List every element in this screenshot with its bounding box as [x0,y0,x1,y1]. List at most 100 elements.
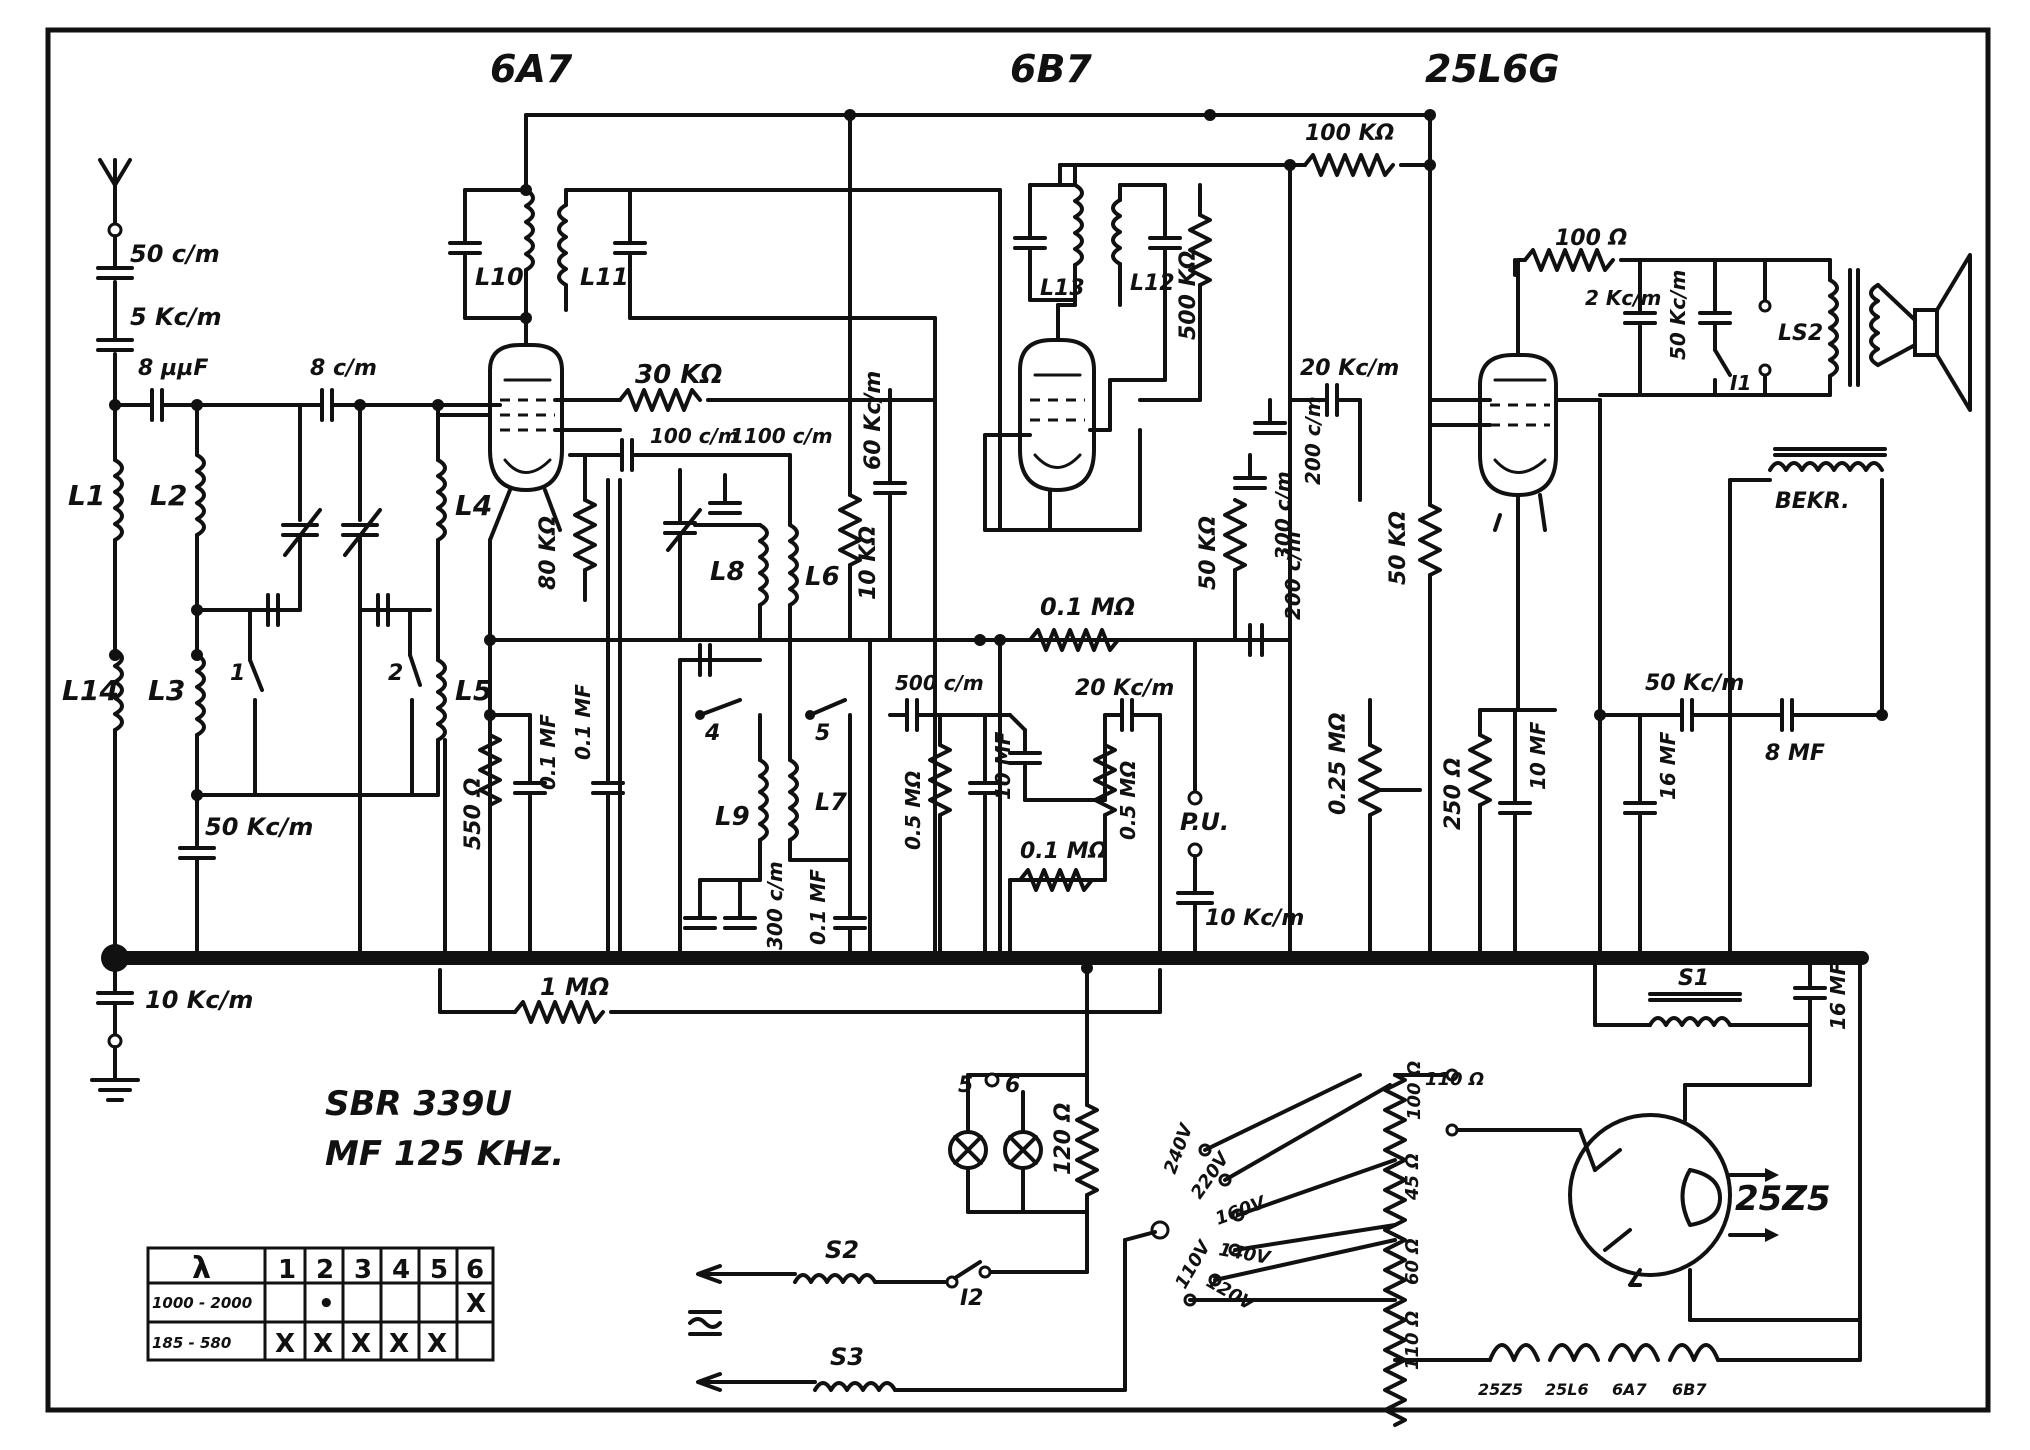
tube-label-6b7: 6B7 [1010,47,1092,91]
component-label: 20 Kc/m [1075,676,1174,701]
tube-label-25l6g: 25L6G [1425,47,1560,91]
component-label: L10 [475,263,524,291]
component-label: 10 MF [991,731,1015,800]
component-label: L7 [815,788,847,816]
component-label: 16 MF [1826,961,1850,1030]
component-label: 0.1 MF [806,869,830,945]
component-label: 5 Kc/m [130,303,222,331]
component-label: S3 [830,1343,864,1371]
component-label: 6 [466,1255,484,1285]
component-label: 200 c/m [1301,396,1325,485]
component-label: 300 c/m [1271,471,1295,560]
component-label: 550 Ω [461,778,486,850]
component-label: 300 c/m [763,861,787,950]
component-label: 4 [704,721,720,746]
component-label: X [466,1289,486,1319]
component-label: 5 [815,721,830,746]
component-label: 25L6 [1545,1380,1589,1399]
frame-border [45,27,1991,1413]
tube-6b7 [1018,338,1096,492]
component-label: 20 Kc/m [1300,356,1399,381]
tube-25l6g [1478,353,1558,497]
component-label: 100 Ω [1404,1061,1425,1120]
component-label: LS2 [1778,321,1823,346]
component-label: 60 Ω [1402,1238,1423,1285]
component-label: 10 KΩ [856,526,881,600]
component-label: X [351,1329,371,1359]
component-label: 1 MΩ [540,973,609,1001]
component-label: 0.5 MΩ [901,771,925,850]
component-label: 10 MF [1526,721,1550,790]
component-label: • [318,1289,335,1319]
component-label: 100 Ω [1555,226,1627,251]
speaker-icon [1913,253,1972,412]
component-label: 8 c/m [310,356,377,381]
component-label: 3 [354,1255,372,1285]
component-label: 0.1 MΩ [1020,839,1107,864]
component-label: 6B7 [1672,1380,1707,1399]
component-label: 1100 c/m [730,424,833,448]
component-label: 100 KΩ [1305,121,1394,146]
tube-25z5 [1568,1113,1732,1287]
component-label: 0.1 MΩ [1040,593,1135,621]
component-label: 4 [392,1255,410,1285]
component-label: L1 [68,479,105,512]
component-label: L12 [1130,271,1175,296]
component-label: L3 [148,674,185,707]
component-label: 10 Kc/m [1205,906,1304,931]
tube-6a7 [488,343,564,492]
component-label: 0.5 MΩ [1116,761,1140,840]
component-label: 200 c/m [1281,531,1305,620]
component-label: 240V [1160,1119,1198,1177]
component-label: 6 [1005,1073,1020,1098]
component-label: 0.1 MF [536,714,560,790]
pilot-lamp-icon [948,1130,988,1170]
if-title: MF 125 KHz. [325,1134,564,1174]
component-label: 50 Kc/m [1666,270,1690,360]
component-label: 110 Ω [1402,1311,1423,1370]
model-title: SBR 339U [325,1084,512,1124]
component-label: 16 MF [1656,731,1680,800]
component-label: L14 [62,674,119,707]
component-label: L4 [455,489,492,522]
component-label: X [389,1329,409,1359]
component-label: S1 [1678,966,1709,991]
component-label: 185 - 580 [152,1334,231,1352]
component-label: 1 [230,661,245,686]
component-label: 10 Kc/m [145,986,253,1014]
component-label: L6 [805,562,840,592]
component-label: 50 Kc/m [205,813,313,841]
component-label: L11 [580,263,629,291]
component-label: 25Z5 [1478,1380,1523,1399]
component-label: λ [192,1251,211,1286]
component-label: 50 Kc/m [1645,671,1744,696]
component-label: 0.25 MΩ [1326,712,1351,815]
component-label: 6A7 [1612,1380,1648,1399]
component-label: 0.1 MF [571,684,595,760]
component-label: 30 KΩ [635,360,722,390]
component-label: 5 [430,1255,448,1285]
component-label: S2 [825,1236,859,1264]
pilot-lamp-icon [1003,1130,1043,1170]
component-label: L9 [715,802,750,832]
band-switch-table [146,1246,495,1362]
component-label: 120 Ω [1051,1103,1076,1175]
component-label: 2 [388,661,403,686]
component-label: 160V [1213,1192,1271,1230]
component-label: 45 Ω [1402,1153,1423,1201]
tube-label-6a7: 6A7 [490,47,573,91]
component-label: 2 [316,1255,334,1285]
component-label: X [427,1329,447,1359]
component-label: 50 c/m [130,240,220,268]
component-label: X [275,1329,295,1359]
component-label: 8 MF [1765,741,1825,766]
mains-plug-icon [688,1264,817,1392]
component-label: 8 µµF [138,356,208,381]
component-label: L13 [1040,276,1085,301]
antenna-icon [98,158,132,238]
component-label: 5 [958,1073,973,1098]
component-label: 60 Kc/m [861,371,886,470]
component-label: I2 [960,1286,984,1311]
component-label: 500 c/m [895,671,984,695]
component-label: 100 c/m [650,424,739,448]
